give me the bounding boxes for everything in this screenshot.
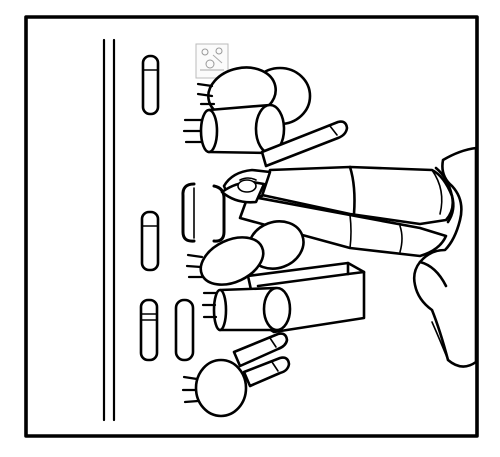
wire-clip-right: [212, 184, 226, 243]
wire-jumper-upper: [260, 120, 349, 168]
cutting-pliers-icon: [220, 165, 455, 258]
capacitor-round-bottom: [181, 358, 248, 418]
resistor-middle: [140, 210, 160, 272]
resistor-bottom: [139, 298, 159, 362]
resistor-bottom-slim: [174, 298, 195, 362]
capacitor-front-middle: [185, 236, 265, 286]
board-edge: [102, 38, 116, 422]
capacitor-cylinder-lower: [201, 286, 292, 332]
wire-clip-left: [181, 182, 196, 243]
wire-jumper-lower: [232, 332, 291, 388]
resistor-top: [141, 54, 160, 116]
circuit-board-icon: [195, 43, 229, 79]
capacitor-cylinder-upper: [182, 103, 286, 155]
